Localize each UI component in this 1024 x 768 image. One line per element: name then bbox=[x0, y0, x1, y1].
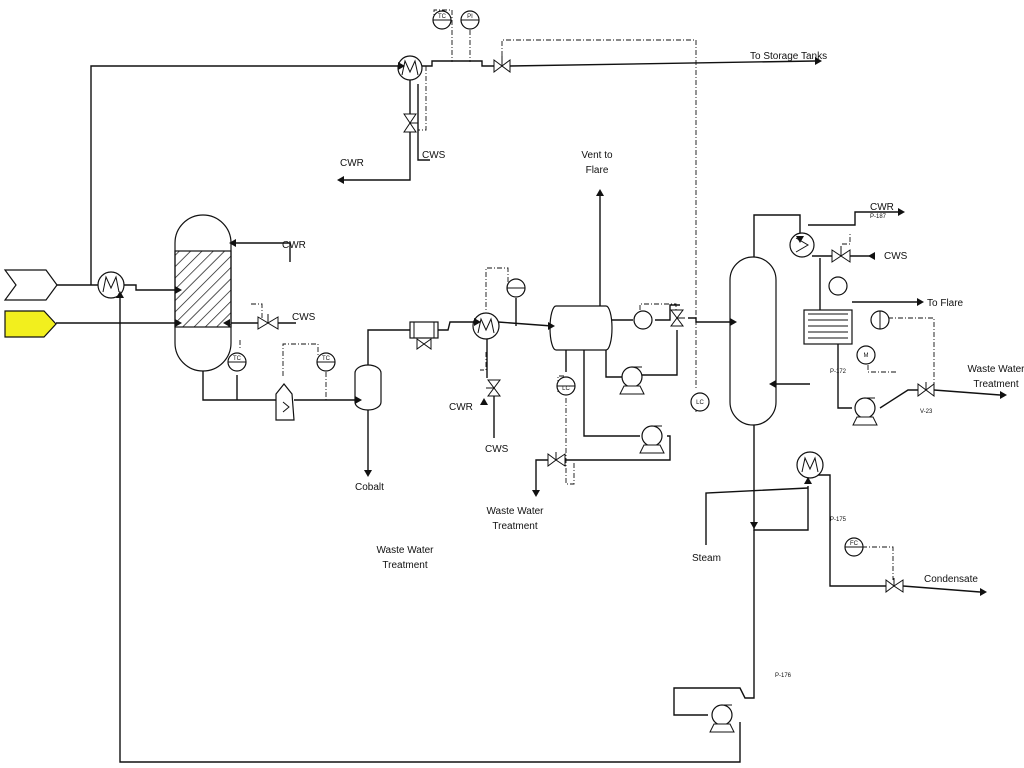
tag-p176: P-176 bbox=[775, 673, 792, 679]
overhead-condenser bbox=[397, 55, 423, 81]
label-waste-water-mid-2: Treatment bbox=[492, 521, 537, 532]
label-vent-2: Flare bbox=[586, 165, 609, 176]
instrument-tc-top: TC bbox=[432, 10, 452, 30]
svg-text:M: M bbox=[864, 353, 869, 359]
feed-stream-2-arrow bbox=[4, 310, 57, 338]
column-condenser bbox=[789, 232, 815, 258]
valve-flash-vapor bbox=[670, 309, 685, 327]
instrument-cooler bbox=[506, 278, 526, 298]
instrument-pi-top: PI bbox=[460, 10, 480, 30]
cobalt-drum bbox=[354, 364, 382, 411]
tag-p172: P-172 bbox=[830, 369, 847, 375]
distillation-column bbox=[729, 256, 777, 426]
valve-reactor-cw bbox=[257, 314, 279, 330]
valve-cooler-cw bbox=[486, 379, 501, 397]
pump-flash-bottoms bbox=[619, 366, 645, 395]
svg-text:PI: PI bbox=[467, 14, 473, 20]
reactor-vessel bbox=[174, 214, 232, 372]
svg-text:LC: LC bbox=[562, 386, 570, 392]
flow-arrowheads bbox=[116, 57, 1007, 596]
inline-mixer bbox=[409, 321, 439, 350]
instrument-tc-separator: TC bbox=[316, 352, 336, 372]
stream-labels: To Storage Tanks CWR CWS CWR CWS Cobalt … bbox=[282, 51, 1024, 585]
svg-text:FC: FC bbox=[850, 541, 859, 547]
pump-reflux bbox=[852, 397, 878, 426]
valve-condenser-cw bbox=[403, 113, 418, 133]
tag-p175: P-175 bbox=[830, 517, 847, 523]
valve-waste-water-mid bbox=[547, 452, 566, 467]
label-cws-right: CWS bbox=[884, 251, 908, 262]
separator-feed-cooler bbox=[472, 312, 500, 340]
reboiler bbox=[796, 451, 824, 479]
valve-condensate bbox=[885, 578, 904, 593]
label-steam: Steam bbox=[692, 553, 721, 564]
label-waste-water-center-1: Waste Water bbox=[376, 545, 434, 556]
valve-column-condenser-cw bbox=[831, 246, 851, 263]
label-waste-water-right-1: Waste Water bbox=[967, 364, 1024, 375]
label-cws-top: CWS bbox=[422, 150, 446, 161]
instrument-lc-flash: LC bbox=[556, 376, 576, 396]
instrument-fc-steam: FC bbox=[844, 537, 864, 557]
tag-p187: P-187 bbox=[870, 214, 887, 220]
valve-v23 bbox=[917, 382, 935, 397]
instrument-m: M bbox=[856, 345, 876, 365]
feed-stream-1-arrow bbox=[3, 269, 58, 301]
instrument-column-overhead bbox=[828, 276, 848, 296]
equipment-tags: P-187 P-172 V-23 P-175 P-176 bbox=[775, 214, 933, 679]
instrument-flash-vapor bbox=[633, 310, 653, 330]
label-to-flare: To Flare bbox=[927, 298, 964, 309]
instrument-tc-reactor: TC bbox=[227, 352, 247, 372]
label-to-storage-tanks: To Storage Tanks bbox=[750, 51, 827, 62]
flash-separator bbox=[549, 305, 613, 351]
valve-storage-line bbox=[493, 56, 511, 73]
label-vent-1: Vent to bbox=[581, 150, 613, 161]
svg-text:LC: LC bbox=[696, 400, 704, 406]
label-condensate: Condensate bbox=[924, 574, 978, 585]
pump-flash-recycle bbox=[639, 425, 665, 454]
label-waste-water-center-2: Treatment bbox=[382, 560, 427, 571]
label-waste-water-mid-1: Waste Water bbox=[486, 506, 544, 517]
label-waste-water-right-2: Treatment bbox=[973, 379, 1018, 390]
label-cws-reactor: CWS bbox=[292, 312, 316, 323]
svg-text:TC: TC bbox=[322, 356, 331, 362]
label-cobalt: Cobalt bbox=[355, 482, 384, 493]
label-cwr-reactor: CWR bbox=[282, 240, 306, 251]
instrument-exchanger bbox=[870, 310, 890, 330]
tag-v23: V-23 bbox=[920, 409, 933, 415]
filter bbox=[275, 383, 295, 421]
instrument-lc-column: LC bbox=[690, 392, 710, 412]
svg-text:TC: TC bbox=[233, 356, 242, 362]
label-cwr-mid: CWR bbox=[449, 402, 473, 413]
label-cwr-right: CWR bbox=[870, 202, 894, 213]
pump-recycle bbox=[709, 704, 735, 733]
label-cwr-top: CWR bbox=[340, 158, 364, 169]
label-cws-mid: CWS bbox=[485, 444, 509, 455]
process-lines bbox=[56, 60, 1001, 763]
svg-text:TC: TC bbox=[438, 14, 447, 20]
shell-tube-exchanger bbox=[803, 309, 853, 345]
feed-preheater bbox=[97, 271, 125, 299]
